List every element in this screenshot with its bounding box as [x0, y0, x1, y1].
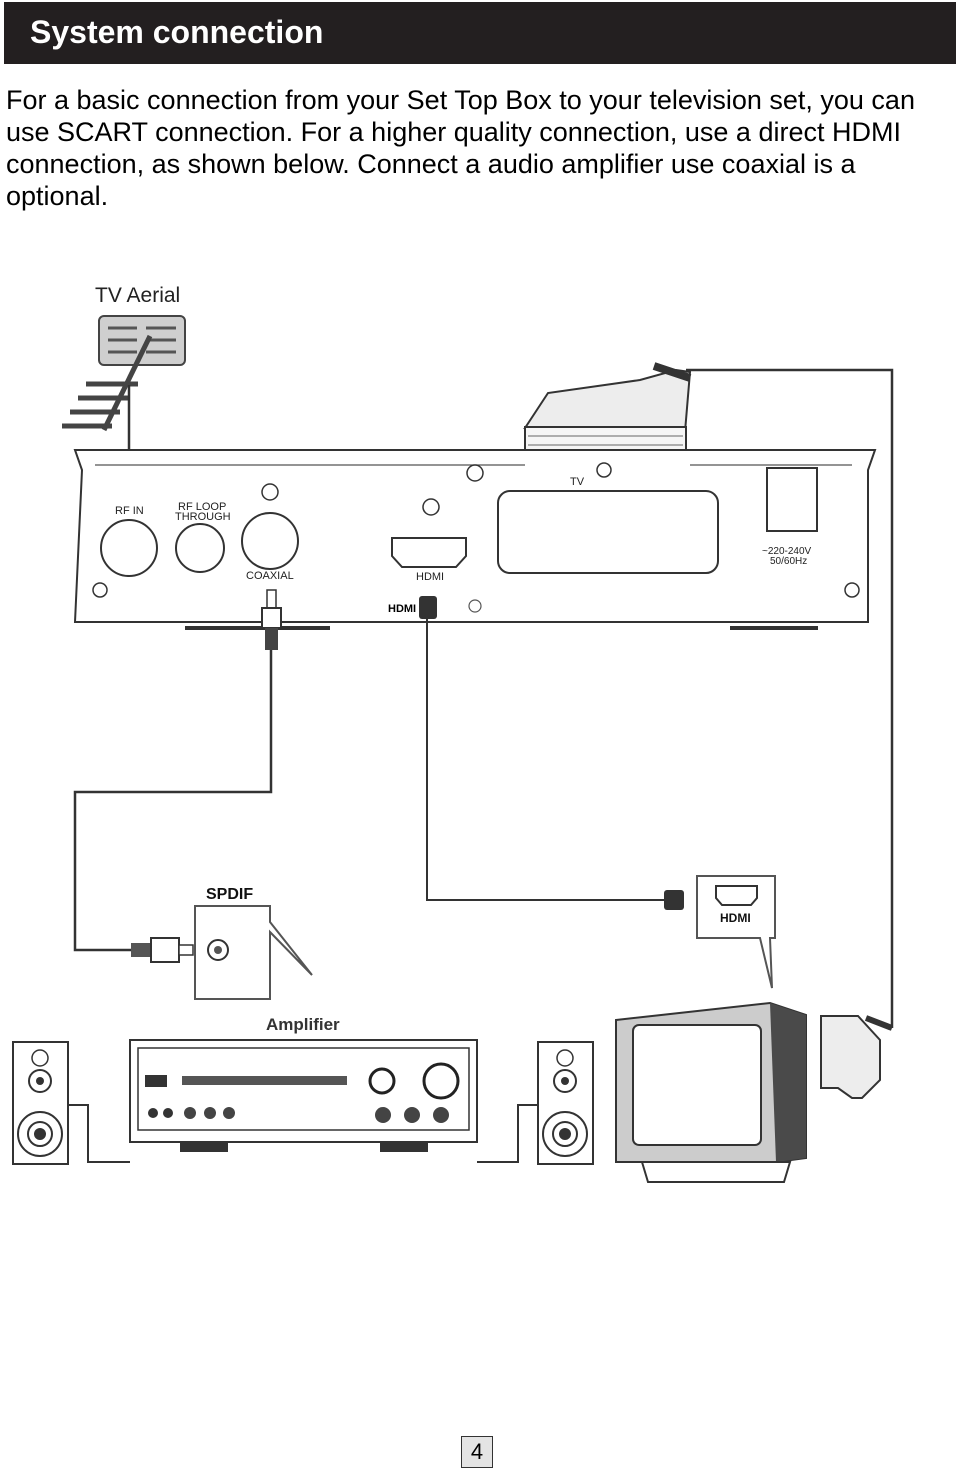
spdif-callout [194, 905, 313, 1000]
rf-loop-label: RF LOOP [178, 501, 226, 513]
hdmi-plug-icon [419, 596, 437, 619]
scart-port-label: TV [570, 476, 585, 488]
right-speaker-icon [537, 1041, 594, 1165]
tv-hdmi-callout [696, 875, 776, 989]
page-number: 4 [461, 1436, 493, 1468]
coaxial-port [241, 512, 299, 570]
hdmi-port-label: HDMI [416, 571, 444, 583]
rf-in-port [100, 519, 158, 577]
rf-loop-port [175, 523, 225, 573]
television-icon [615, 1001, 807, 1183]
intro-paragraph: For a basic connection from your Set Top… [6, 85, 915, 211]
header-bar: System connection [4, 2, 956, 64]
page-title: System connection [30, 14, 324, 50]
coaxial-plug-icon [261, 589, 282, 650]
hdmi-logo: HDMI [388, 603, 416, 615]
left-speaker-icon [12, 1041, 69, 1165]
power-label: ~220-240V [762, 546, 812, 557]
aerial-icon [62, 315, 186, 432]
rca-plug-icon [131, 937, 194, 963]
spdif-label: SPDIF [206, 886, 253, 903]
tv-scart-plug-icon [820, 1015, 894, 1099]
aerial-label: TV Aerial [95, 284, 180, 307]
power-label-2: 50/60Hz [770, 556, 807, 567]
rf-in-label: RF IN [115, 505, 144, 517]
tv-hdmi-label: HDMI [720, 911, 751, 925]
coaxial-label: COAXIAL [246, 570, 294, 582]
tv-hdmi-plug-icon [664, 890, 684, 910]
scart-port [497, 490, 719, 574]
hdmi-port [391, 537, 467, 568]
amplifier-icon [129, 1039, 478, 1152]
connection-diagram: TV Aerial RF IN RF LOOP THROU [12, 284, 894, 1183]
power-socket [766, 467, 818, 532]
rf-loop-label-2: THROUGH [175, 511, 231, 523]
amplifier-label: Amplifier [266, 1015, 340, 1034]
